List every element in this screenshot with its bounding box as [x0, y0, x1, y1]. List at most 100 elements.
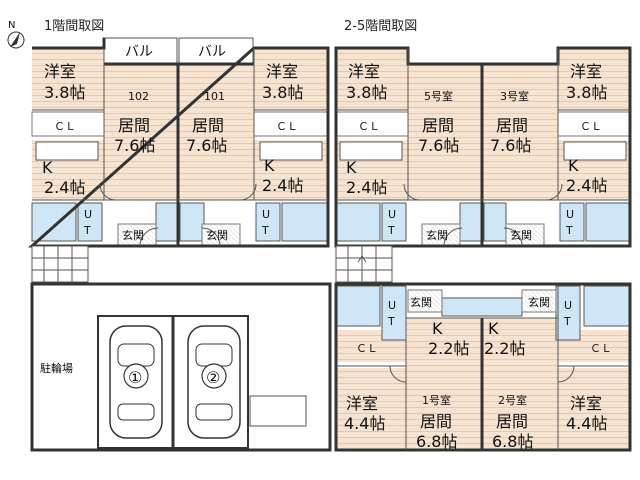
kitchen-size: 2.4帖: [566, 176, 607, 195]
living-room-size: 6.8帖: [492, 432, 533, 451]
bathroom-2: [583, 285, 631, 327]
living-room-size: 7.6帖: [186, 136, 227, 155]
bathroom-1: [335, 285, 381, 327]
living-room-2: [482, 318, 558, 450]
western-room-size: 4.4帖: [566, 414, 607, 433]
entrance-1: [407, 289, 443, 313]
bath-label-t: T: [387, 315, 395, 328]
entrance-label: 玄関: [206, 228, 228, 242]
bathroom-102: [31, 202, 77, 242]
unit-number-3: 3号室: [500, 89, 529, 103]
closet-label: ＣＬ: [580, 120, 602, 133]
living-room-5: [408, 64, 482, 200]
unit-number-102: 102: [128, 90, 149, 103]
western-room-size: 3.8帖: [262, 83, 303, 102]
bath-label-u: U: [564, 299, 572, 312]
closet-label: ＣＬ: [54, 120, 76, 133]
kitchen-size: 2.4帖: [262, 176, 303, 195]
bath-label-t: T: [387, 224, 395, 237]
closet-102: [31, 111, 105, 137]
western-room-label: 洋室: [570, 394, 602, 413]
closet-label: ＣＬ: [358, 120, 380, 133]
unit-number-5: 5号室: [424, 89, 453, 103]
compass-icon: N: [7, 20, 25, 49]
bath-label-t: T: [83, 224, 91, 237]
western-room-label: 洋室: [570, 62, 602, 81]
toilet-102: [179, 202, 205, 242]
living-room-label: 居間: [420, 412, 452, 431]
entrance-label: 玄関: [510, 228, 532, 242]
balcony-label-101: バル: [198, 44, 226, 60]
closet-label: ＣＬ: [356, 342, 378, 355]
unit-number-2: 2号室: [498, 393, 527, 407]
bath-label-t: T: [261, 224, 269, 237]
living-room-3: [482, 64, 558, 200]
parking-space-1: ①: [128, 368, 142, 387]
kitchen-label: K: [488, 319, 499, 338]
balcony-label-102: バル: [125, 44, 153, 60]
western-room-size: 4.4帖: [344, 414, 385, 433]
living-room-label: 居間: [118, 116, 150, 135]
kitchen-counter-101: [259, 141, 323, 161]
kitchen-counter-5: [339, 141, 403, 161]
western-room-label: 洋室: [348, 62, 380, 81]
entrance-label: 玄関: [122, 228, 144, 242]
western-room-2: [558, 368, 630, 450]
living-room-1: [406, 318, 482, 450]
western-room-5: [336, 48, 408, 110]
bathroom-3: [585, 202, 631, 242]
unit-bath-101: [255, 202, 281, 242]
kitchen-size: 2.4帖: [346, 178, 387, 197]
unit-bath-5: [381, 202, 407, 242]
western-room-size: 3.8帖: [346, 83, 387, 102]
bathroom-101: [281, 202, 329, 242]
upper-floor-plan: 洋室 3.8帖 5号室 居間 7.6帖 ＣＬ K 2.4帖 U T 玄関 洋室 …: [334, 46, 632, 452]
kitchen-label: K: [568, 156, 579, 175]
kitchen-counter-102: [35, 141, 99, 161]
bath-label-u: U: [566, 208, 574, 221]
living-room-label: 居間: [496, 412, 528, 431]
western-room-label: 洋室: [266, 62, 298, 81]
entrance-2: [521, 289, 557, 313]
western-room-102: [32, 48, 104, 110]
unit-bath-2: [555, 285, 581, 341]
toilet-5: [459, 202, 483, 242]
western-room-3: [558, 48, 630, 110]
living-room-label: 居間: [496, 116, 528, 135]
living-room-102: [104, 64, 178, 200]
entrance-label: 玄関: [426, 228, 448, 242]
bath-label-t: T: [565, 224, 573, 237]
parking-space-2: ②: [206, 368, 220, 387]
kitchen-label: K: [264, 156, 275, 175]
living-room-101: [178, 64, 254, 200]
western-room-size: 3.8帖: [566, 83, 607, 102]
western-room-size: 3.8帖: [44, 83, 85, 102]
upper-floor-title: 2-5階間取図: [344, 19, 417, 34]
unit-bath-102: [77, 202, 103, 242]
unit-number-1: 1号室: [422, 393, 451, 407]
kitchen-counter-3: [563, 141, 627, 161]
car-icon: [109, 325, 163, 439]
bath-label-t: T: [563, 315, 571, 328]
closet-label: ＣＬ: [276, 120, 298, 133]
bath-label-u: U: [262, 208, 270, 221]
unit-bath-3: [559, 202, 585, 242]
waste-area: [249, 395, 307, 427]
entrance-label: 玄関: [528, 295, 550, 309]
closet-101: [253, 111, 329, 137]
kitchen-label: K: [346, 158, 357, 177]
bath-label-u: U: [84, 208, 92, 221]
entrance-label: 玄関: [410, 295, 432, 309]
kitchen-size: 2.2帖: [428, 339, 469, 358]
staircase-1f: [31, 245, 89, 283]
kitchen-size: 2.2帖: [484, 339, 525, 358]
toilet-3: [483, 202, 507, 242]
car-icon: [187, 325, 241, 439]
kitchen-label: K: [432, 319, 443, 338]
shared-wet-area: [441, 297, 523, 317]
unit-number-101: 101: [204, 90, 225, 103]
floor1-title: 1階間取図: [44, 19, 104, 34]
floor1-plan: バル バル: [28, 37, 332, 452]
closet-label: ＣＬ: [590, 342, 612, 355]
staircase-upper: [335, 245, 393, 283]
